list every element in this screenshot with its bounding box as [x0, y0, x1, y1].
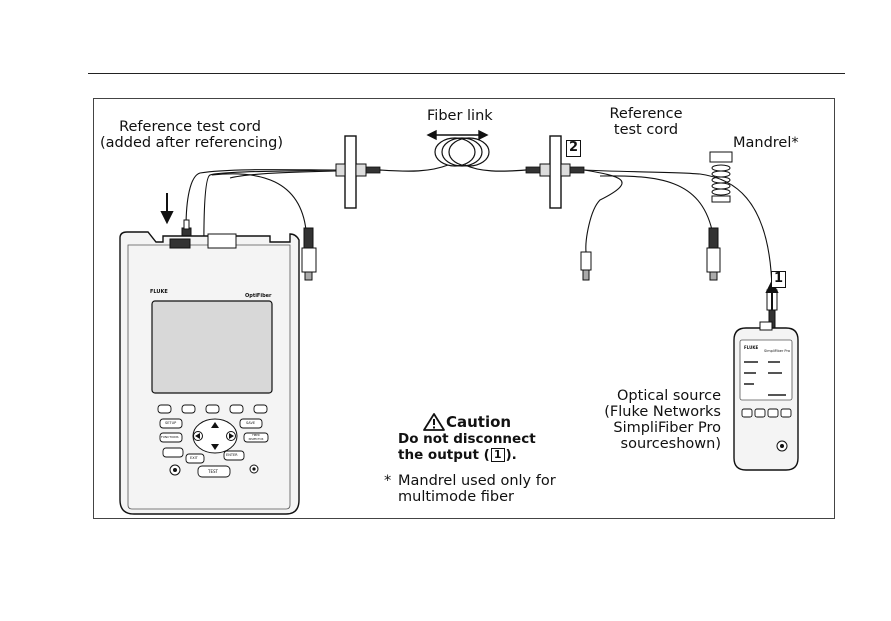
- label-optical-source-line1: Optical source: [617, 388, 721, 404]
- key-save: SAVE: [246, 421, 256, 425]
- simplifiber-meter: [733, 321, 799, 471]
- mandrel: [709, 151, 733, 203]
- caution-line2: the output (1).: [398, 447, 517, 463]
- optifiber-meter: [119, 231, 300, 515]
- simplifiber-model: SimpliFiber Pro: [764, 349, 790, 353]
- reference-cord-right: [583, 169, 773, 291]
- label-reference-cord-left-line2: (added after referencing): [100, 135, 283, 151]
- caution-title: Caution: [446, 413, 512, 431]
- footnote-star: *: [384, 473, 392, 489]
- caution-line2-suffix: ).: [505, 447, 517, 463]
- fiber-link-arrows: [426, 129, 489, 141]
- label-optical-source-line3: SimpliFiber Pro: [613, 420, 721, 436]
- figure-frame: [93, 98, 835, 519]
- label-optical-source: Optical source (Fluke Networks SimpliFib…: [596, 388, 721, 452]
- key-exit: EXIT: [190, 456, 198, 460]
- optifiber-brand: FLUKE: [150, 289, 168, 295]
- optifiber-model: OptiFiber: [245, 293, 272, 299]
- bulkhead-left: [335, 135, 381, 209]
- callout-1: 1: [771, 271, 786, 288]
- label-mandrel: Mandrel*: [733, 135, 799, 151]
- caution-line1: Do not disconnect: [398, 431, 536, 447]
- simplifiber-brand: FLUKE: [744, 345, 759, 350]
- callout-2: 2: [566, 140, 581, 157]
- label-reference-cord-right-line1: Reference: [609, 106, 683, 122]
- key-functions: FUNCTIONS: [161, 435, 179, 439]
- caution-line2-prefix: the output (: [398, 447, 490, 463]
- key-setup: SETUP: [165, 421, 177, 425]
- key-enter: ENTER: [226, 453, 238, 457]
- arrow-left-port: [160, 193, 174, 225]
- warning-icon: [423, 413, 445, 431]
- footnote-line2: multimode fiber: [398, 489, 515, 505]
- connector-right-b: [706, 227, 721, 281]
- connector-right-a: [580, 251, 592, 281]
- fiber-link-spool: [379, 137, 527, 172]
- key-fiber-inspector: FIBER INSPECTOR: [248, 434, 264, 441]
- label-reference-cord-right: Reference test cord: [596, 106, 696, 138]
- connector-left-side: [301, 227, 317, 281]
- label-reference-cord-left: Reference test cord (added after referen…: [100, 119, 283, 151]
- label-optical-source-line2: (Fluke Networks: [604, 404, 721, 420]
- label-reference-cord-left-line1: Reference test cord: [119, 119, 261, 135]
- bulkhead-right: [525, 135, 585, 209]
- label-optical-source-line4: sourceshown): [620, 436, 721, 452]
- label-reference-cord-right-line2: test cord: [613, 122, 679, 138]
- label-fiber-link: Fiber link: [427, 108, 493, 124]
- footnote-line1: Mandrel used only for: [398, 473, 556, 489]
- top-rule: [88, 73, 845, 74]
- caution-line2-box: 1: [490, 448, 505, 462]
- key-test: TEST: [208, 469, 218, 474]
